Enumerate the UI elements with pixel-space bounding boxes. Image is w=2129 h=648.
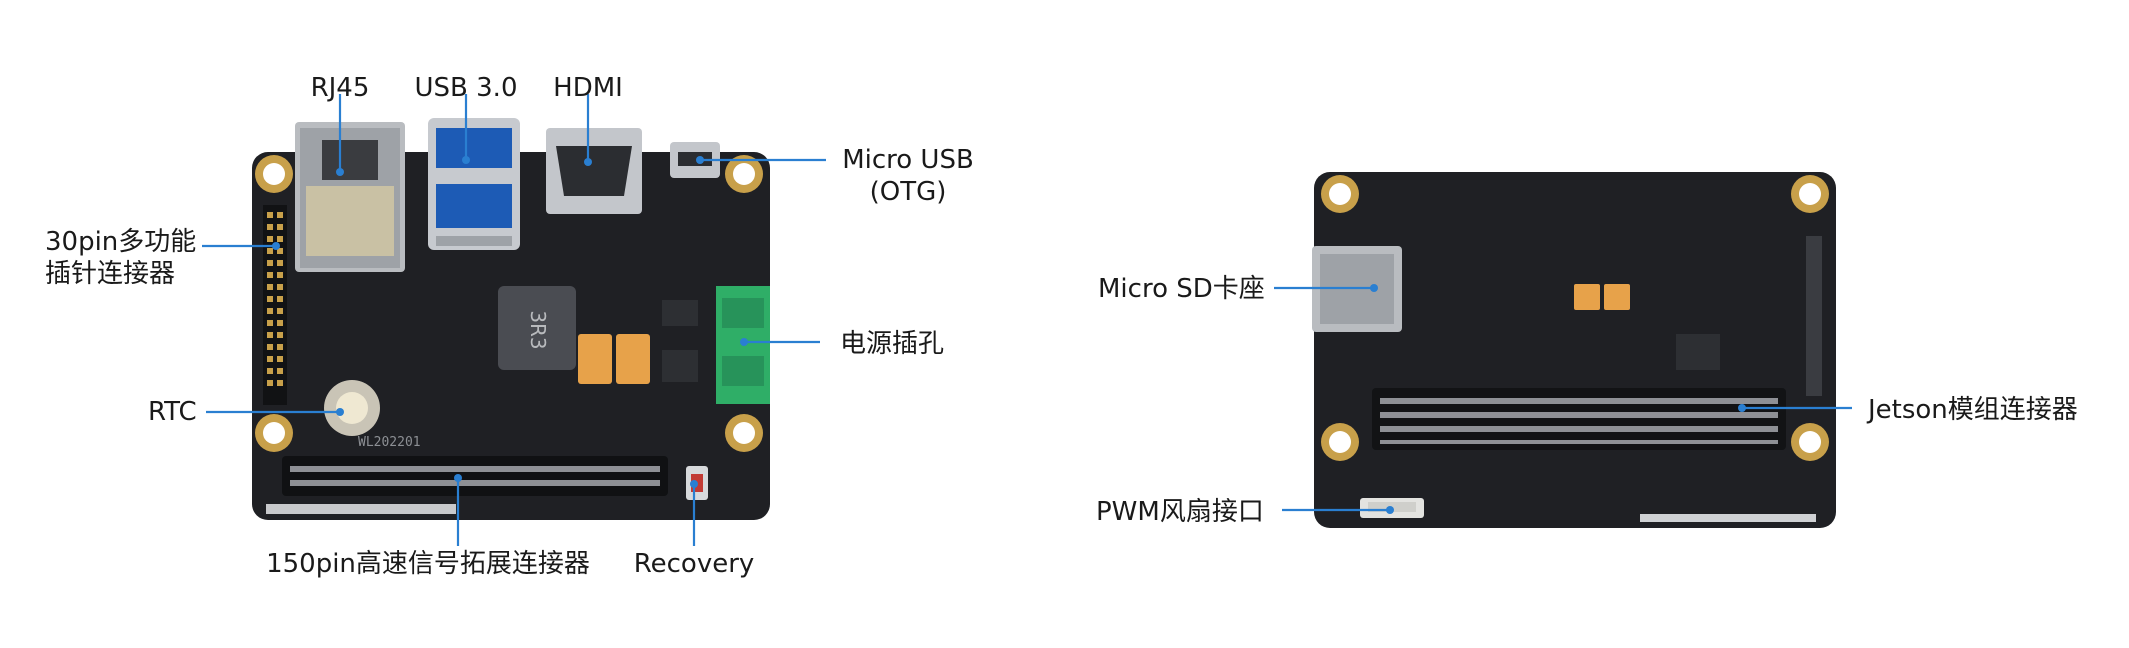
micro-usb-connector xyxy=(670,142,720,178)
carrier-board-bottom xyxy=(1312,172,1836,528)
microsd-slot xyxy=(1312,246,1402,332)
mounting-hole xyxy=(725,414,763,452)
board-silkscreen: WL202201 xyxy=(358,435,421,450)
expansion-connector xyxy=(282,456,668,496)
inductor-marking: 3R3 xyxy=(526,310,550,349)
mounting-hole xyxy=(725,155,763,193)
chip xyxy=(1676,334,1720,370)
label-hdmi: HDMI xyxy=(553,73,623,103)
label-micro-usb-line1: Micro USB xyxy=(842,145,974,175)
mounting-hole xyxy=(255,155,293,193)
label-jetson: Jetson模组连接器 xyxy=(1866,395,2078,425)
capacitor xyxy=(1574,284,1600,310)
jetson-module-connector xyxy=(1372,388,1786,450)
mounting-hole xyxy=(1791,175,1829,213)
label-usb3: USB 3.0 xyxy=(415,73,518,103)
label-rtc: RTC xyxy=(148,397,197,427)
mounting-hole xyxy=(1321,175,1359,213)
capacitor xyxy=(578,334,612,384)
rtc-battery-holder xyxy=(324,380,380,436)
chip xyxy=(662,300,698,326)
label-gpio-line2: 插针连接器 xyxy=(45,259,175,289)
power-inductor: 3R3 xyxy=(498,286,576,370)
label-rj45: RJ45 xyxy=(311,73,370,103)
bottom-pad-row xyxy=(1640,514,1816,522)
carrier-board-top: 3R3 WL202201 xyxy=(252,118,770,520)
side-pin-column xyxy=(1806,236,1822,396)
leader-lines xyxy=(202,94,1852,546)
label-recovery: Recovery xyxy=(634,549,755,579)
mounting-hole xyxy=(1321,423,1359,461)
label-sd: Micro SD卡座 xyxy=(1098,274,1265,304)
capacitor xyxy=(1604,284,1630,310)
bottom-pin-row xyxy=(266,504,456,514)
label-power: 电源插孔 xyxy=(840,329,944,359)
mounting-hole xyxy=(1791,423,1829,461)
label-gpio-line1: 30pin多功能 xyxy=(45,227,196,257)
callout-labels: RJ45 USB 3.0 HDMI Micro USB (OTG) 30pin多… xyxy=(45,73,2078,579)
label-fan: PWM风扇接口 xyxy=(1096,497,1264,527)
chip xyxy=(662,350,698,382)
usb3-connector xyxy=(428,118,520,250)
mounting-hole xyxy=(255,414,293,452)
gpio-header xyxy=(263,205,287,405)
label-micro-usb-line2: (OTG) xyxy=(870,177,947,207)
capacitor xyxy=(616,334,650,384)
hdmi-connector xyxy=(546,128,642,214)
label-expansion: 150pin高速信号拓展连接器 xyxy=(266,549,590,579)
rj45-connector xyxy=(295,122,405,272)
